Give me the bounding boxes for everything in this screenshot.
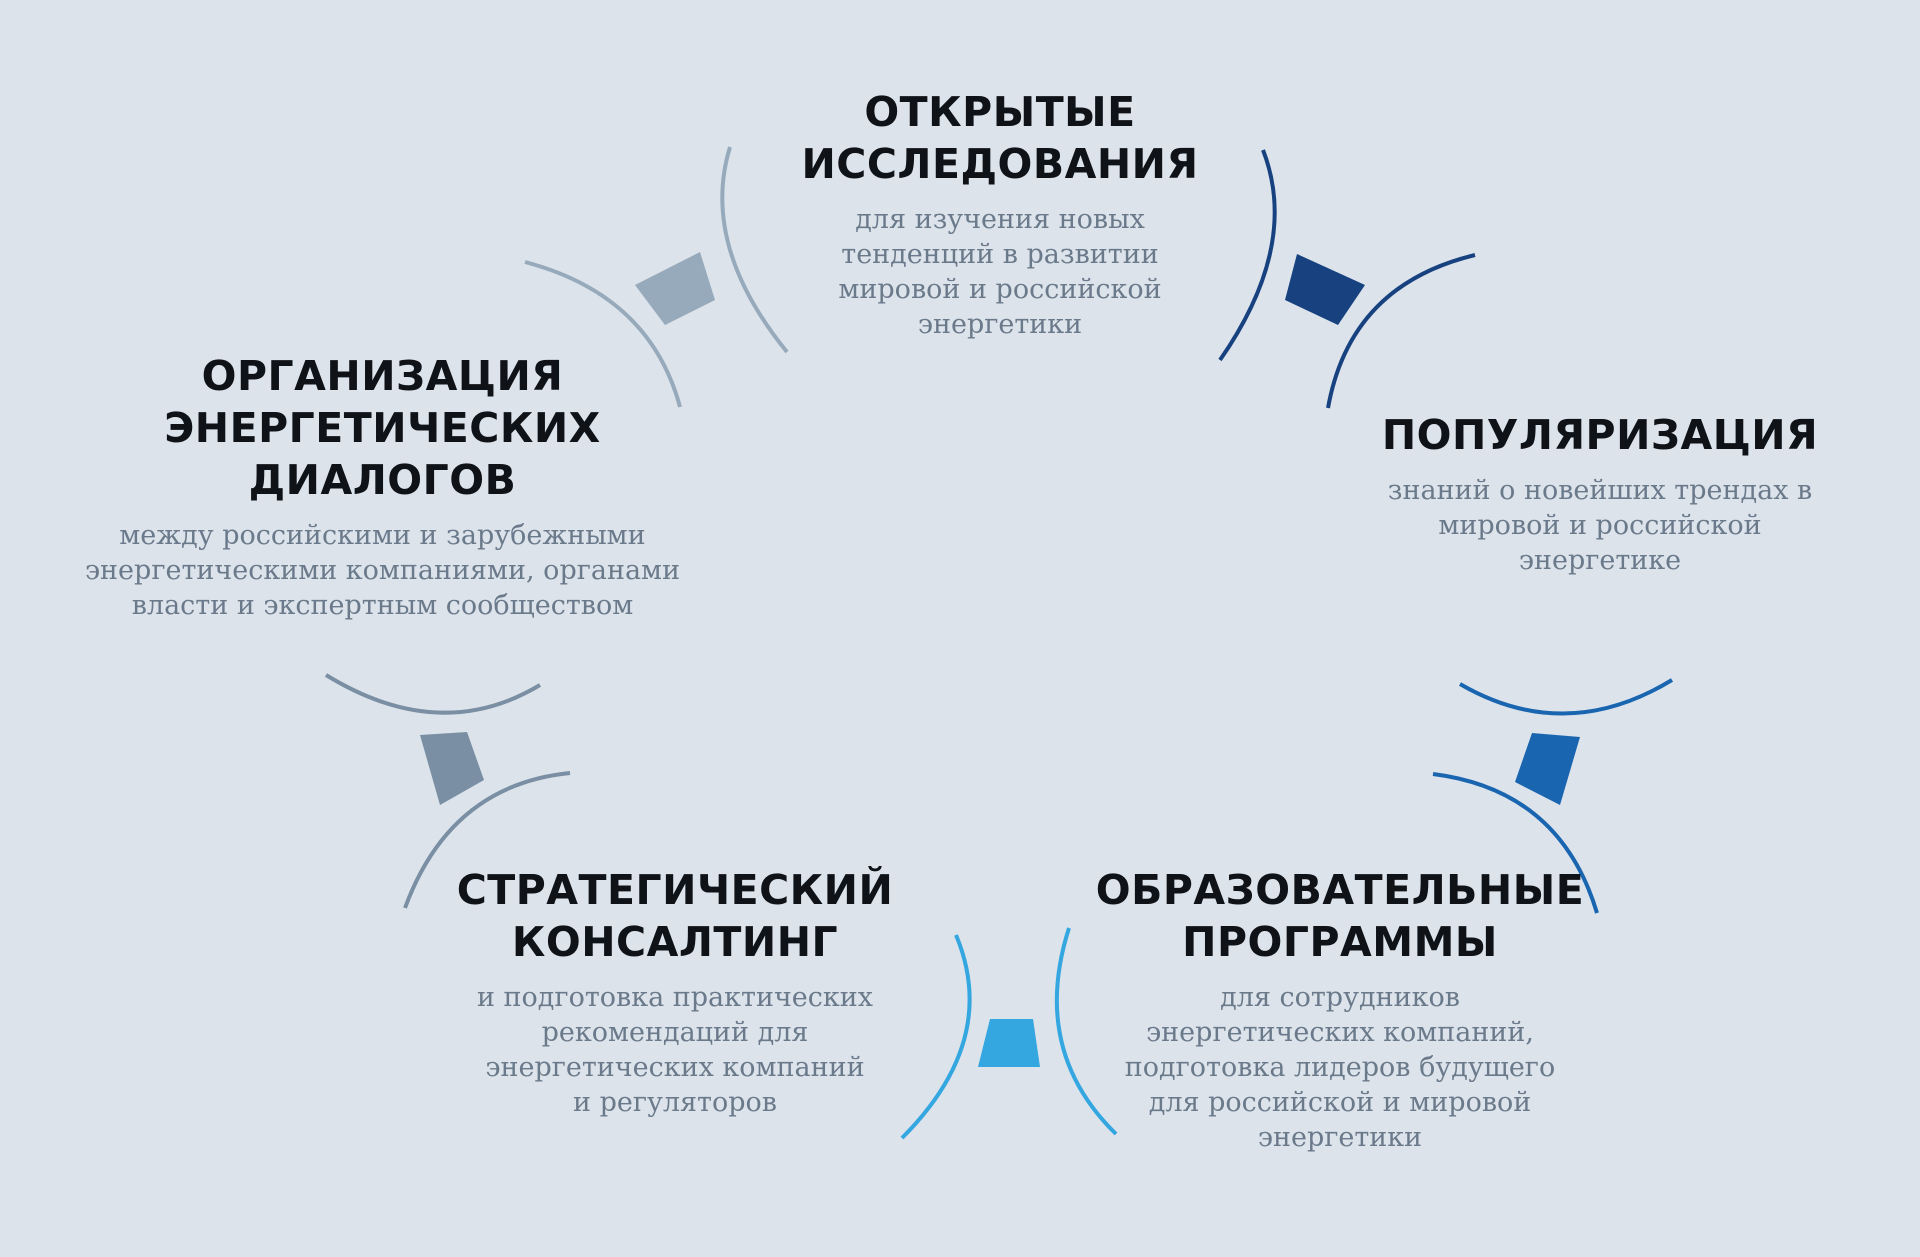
connector-arc [900,934,972,1140]
connector-wedge [635,252,715,325]
connector-consulting-dialogues [324,673,571,909]
connector-education-consulting [900,927,1118,1140]
connector-arc [403,771,571,909]
connector-wedge [1285,254,1365,325]
block-open-research: ОТКРЫТЫЕ ИССЛЕДОВАНИЯ для изучения новых… [720,86,1280,342]
connector-arc [1054,927,1118,1136]
block-educational-programs: ОБРАЗОВАТЕЛЬНЫЕ ПРОГРАММЫ для сотруднико… [1070,864,1610,1155]
connector-dialogues-research [524,146,789,408]
block-title: ОРГАНИЗАЦИЯ ЭНЕРГЕТИЧЕСКИХ ДИАЛОГОВ [164,352,601,504]
block-energy-dialogues: ОРГАНИЗАЦИЯ ЭНЕРГЕТИЧЕСКИХ ДИАЛОГОВ межд… [50,350,715,623]
connector-arc [324,673,542,715]
connector-arc [1218,149,1277,362]
block-description: знаний о новейших трендах в мировой и ро… [1387,475,1813,576]
connector-arc [524,260,682,408]
block-description: для изучения новых тенденций в развитии … [838,204,1162,340]
connector-arc [1326,253,1476,409]
connector-wedge [420,732,484,805]
block-description: и подготовка практических рекомендаций д… [476,982,874,1118]
block-title: ОБРАЗОВАТЕЛЬНЫЕ ПРОГРАММЫ [1095,866,1585,966]
connector-wedge [978,1019,1040,1067]
connector-wedge [1515,733,1580,805]
block-strategic-consulting: СТРАТЕГИЧЕСКИЙ КОНСАЛТИНГ и подготовка п… [410,864,940,1120]
connector-arc [1432,772,1599,914]
block-description: для сотрудников энергетических компаний,… [1124,982,1556,1153]
connector-arc [720,146,789,354]
block-title: СТРАТЕГИЧЕСКИЙ КОНСАЛТИНГ [456,866,894,966]
connector-research-popularization [1218,149,1476,409]
block-description: между российскими и зарубежными энергети… [84,520,681,621]
block-title: ПОПУЛЯРИЗАЦИЯ [1381,411,1819,459]
connector-arc [1458,678,1674,716]
block-title: ОТКРЫТЫЕ ИССЛЕДОВАНИЯ [801,88,1199,188]
connector-popularization-education [1432,678,1674,914]
block-popularization: ПОПУЛЯРИЗАЦИЯ знаний о новейших трендах … [1340,409,1860,578]
